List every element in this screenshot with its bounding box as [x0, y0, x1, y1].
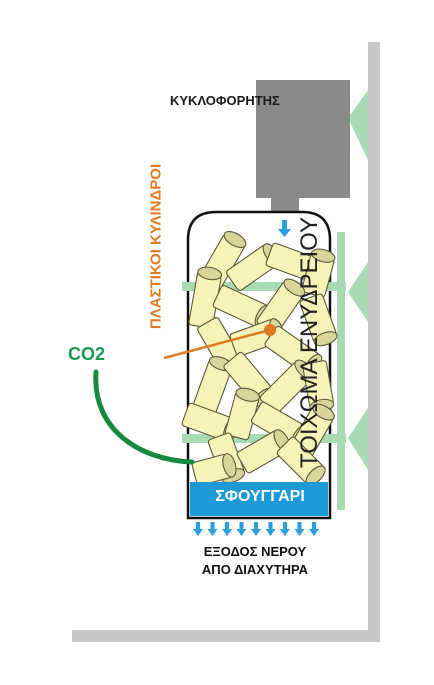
water-outflow-arrow-icon [207, 522, 218, 536]
sponge-label: ΣΦΟΥΓΓΑΡΙ [215, 488, 305, 505]
water-outflow-arrow-shaft [210, 522, 215, 530]
aquarium-wall-label: ΤΟΙΧΩΜΑ ΕΝΥΔΡΕΙΟΥ [296, 216, 323, 468]
water-outflow-arrow-head [265, 529, 276, 536]
pump-label: ΚΥΚΛΟΦΟΡΗΤΗΣ [170, 93, 280, 108]
plastic-cylinder-end [283, 278, 306, 297]
water-outflow-arrow-shaft [254, 522, 258, 530]
water-outflow-arrow-icon [309, 522, 319, 536]
plastic-cylinder [276, 436, 326, 486]
water-outflow-arrow-icon [222, 522, 232, 536]
water-outflow-arrow-head [251, 529, 261, 536]
water-outlet-label-line2: ΑΠΟ ΔΙΑΧΥΤΗΡΑ [201, 562, 309, 577]
water-outflow-arrow-icon [280, 522, 290, 536]
water-outflow-arrow-shaft [239, 522, 244, 530]
plastic-cylinder [301, 248, 336, 298]
water-outflow-arrow-icon [265, 522, 276, 536]
water-outflow-arrow-shaft [225, 522, 229, 530]
water-outflow-arrow-icon [193, 522, 203, 536]
plastic-cylinder [191, 453, 237, 487]
water-outflow-arrow-head [193, 529, 203, 536]
upper-clamp-bar [182, 282, 346, 291]
filter-support-rail [337, 232, 345, 510]
water-outflow-arrow-icon [236, 522, 247, 536]
water-outflow-arrow-head [236, 529, 247, 536]
water-outflow-arrow-icon [294, 522, 305, 536]
water-outlet-label-line1: ΕΞΟΔΟΣ ΝΕΡΟΥ [203, 544, 307, 559]
plastic-cylinders-group [181, 230, 338, 487]
water-outflow-arrow-shaft [196, 522, 200, 530]
plastic-cylinder-end [313, 331, 338, 347]
co2-label: CO2 [68, 344, 106, 364]
plastic-cylinder [299, 293, 338, 347]
water-outflow-arrow-head [294, 529, 305, 536]
aquarium-wall-bottom [72, 630, 380, 642]
plastic-cylinder-end [197, 266, 223, 281]
aquarium-wall-vertical [368, 42, 380, 642]
water-outflow-arrow-head [222, 529, 232, 536]
sponge-block [190, 482, 328, 516]
water-outflow-arrow-head [309, 529, 319, 536]
plastic-cylinder-end [235, 387, 260, 402]
plastic-cylinder-end [312, 403, 335, 421]
plastic-cylinder [188, 266, 223, 329]
suction-cup-pump [348, 90, 368, 160]
water-outflow-arrow-shaft [268, 522, 273, 530]
pump-body [256, 80, 350, 198]
plastic-cylinder-end [222, 453, 237, 478]
suction-cup-lower [348, 408, 368, 470]
cylinder-pointer-dot [264, 324, 276, 336]
water-outflow-arrow-shaft [283, 522, 287, 530]
cylinder-pointer-line [163, 328, 271, 360]
plastic-cylinder-end [223, 230, 247, 248]
plastic-cylinder [224, 387, 260, 441]
pump-inflow-arrow-icon [278, 220, 291, 237]
suction-cup-upper [348, 262, 368, 322]
co2-tube [93, 369, 195, 465]
plastic-cylinder-end [310, 248, 336, 263]
water-outflow-arrow-head [280, 529, 290, 536]
water-outflow-arrow-icon [251, 522, 261, 536]
water-outflow-arrow-shaft [297, 522, 302, 530]
water-outflow-arrow-head [207, 529, 218, 536]
water-outflow-arrow-shaft [312, 522, 316, 530]
plastic-cylinders-label: ΠΛΑΣΤΙΚΟΙ ΚΥΛΙΝΔΡΟΙ [147, 163, 165, 330]
